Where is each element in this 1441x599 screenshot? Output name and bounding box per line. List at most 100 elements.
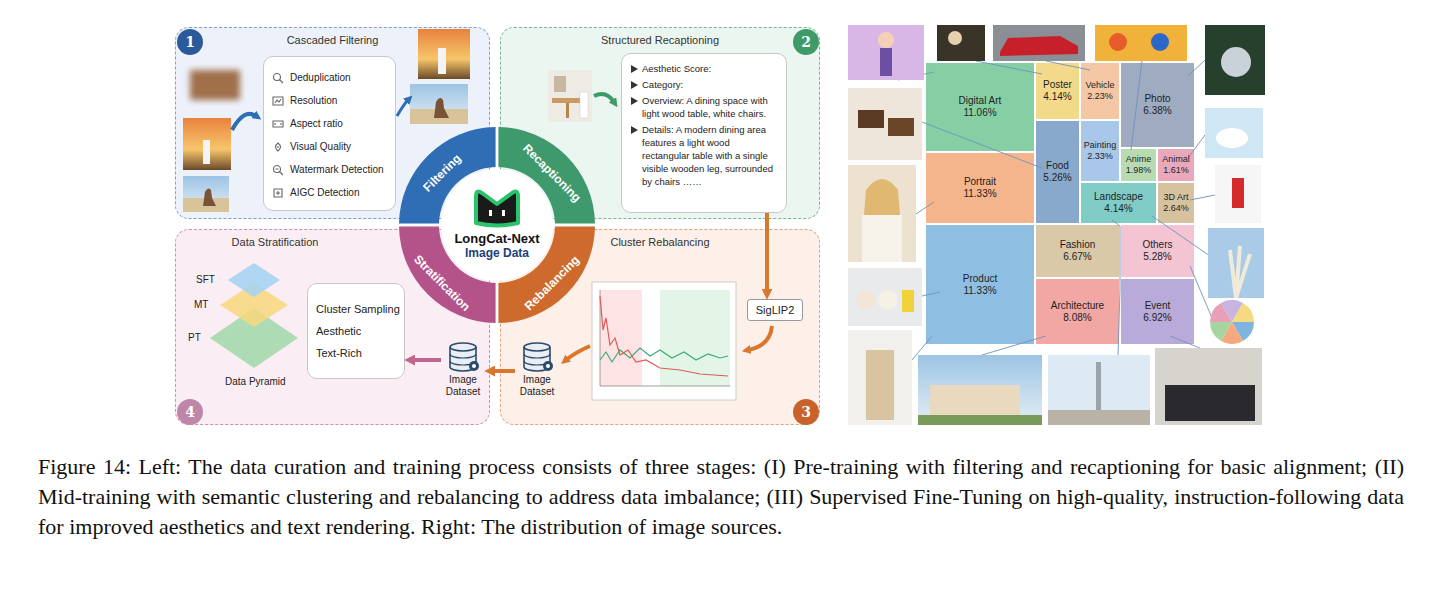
- caption-field: Details: A modern dining area features a…: [630, 123, 779, 188]
- caption-field: Overview: A dining space with light wood…: [630, 94, 779, 120]
- filter-input-images: [183, 198, 229, 212]
- cluster-chart: [592, 282, 736, 400]
- category-text: Landscape: [1094, 191, 1143, 203]
- leader-line: [1170, 336, 1200, 348]
- source-photo: [993, 25, 1085, 61]
- step-icon: [272, 118, 284, 130]
- filter-step: Deduplication: [272, 71, 389, 85]
- database-ring: [450, 354, 476, 365]
- source-photo: [864, 179, 900, 215]
- model-box: SigLIP2: [747, 299, 803, 321]
- category-text: Anime: [1126, 154, 1152, 165]
- step-icon: [272, 141, 284, 153]
- source-photo: [858, 110, 884, 128]
- source-photo: [862, 215, 902, 262]
- database-icon: Image Dataset: [515, 341, 559, 401]
- leader-line: [922, 292, 940, 296]
- source-photo: [848, 25, 924, 80]
- source-photo: [1048, 355, 1150, 425]
- filter-step: Resolution: [272, 94, 389, 108]
- label-anchor: MT: [194, 299, 208, 311]
- model-name: SigLIP2: [756, 304, 795, 317]
- ring-arc: [498, 127, 595, 224]
- sampling-box: Cluster SamplingAestheticText-Rich: [307, 283, 405, 379]
- category-text: Product: [963, 273, 997, 285]
- source-photo: [1096, 362, 1101, 412]
- panel-title: Cascaded Filtering: [176, 33, 489, 47]
- source-photo: [878, 290, 898, 310]
- dining-image: [548, 70, 592, 122]
- source-photo: [1216, 128, 1248, 148]
- label-anchor: SFT: [196, 274, 215, 286]
- gear-icon: [543, 361, 553, 371]
- source-photo: [1210, 322, 1232, 341]
- category-text: Digital Art: [959, 95, 1002, 107]
- treemap-cell: Others5.28%: [1120, 224, 1195, 278]
- sampling-rule: Text-Rich: [316, 346, 396, 360]
- filter-output-images: [434, 98, 449, 118]
- gear-icon: [469, 361, 479, 371]
- category-text: 1.98%: [1126, 165, 1152, 176]
- sampling-rule: Aesthetic: [316, 324, 396, 338]
- stage-name: Filtering: [420, 151, 463, 194]
- panel-title: Cluster Rebalancing: [501, 235, 819, 249]
- category-text: Food: [1046, 160, 1069, 172]
- category-text: Photo: [1144, 93, 1170, 105]
- category-text: 6.92%: [1143, 312, 1171, 324]
- treemap-cell: Landscape4.14%: [1080, 182, 1157, 224]
- leader-line: [898, 72, 934, 80]
- caption-field: Aesthetic Score:: [630, 62, 779, 75]
- filter-list-box: DeduplicationResolutionAspect ratioVisua…: [263, 56, 396, 211]
- label-anchor: Data Pyramid: [225, 376, 286, 388]
- label-anchor: PT: [188, 332, 201, 344]
- category-text: 4.14%: [1043, 91, 1071, 103]
- leader-line: [976, 61, 1042, 74]
- leader-line: [1188, 135, 1205, 158]
- flow-arrow: [748, 326, 772, 350]
- step-icon: [272, 187, 284, 199]
- center-hub: LongCat-NextImage Data: [441, 169, 553, 281]
- source-photo: [1232, 178, 1244, 208]
- category-text: 11.33%: [963, 285, 996, 297]
- step-icon-path: [273, 121, 283, 127]
- dataset-label: Image Dataset: [441, 374, 485, 398]
- logo: [476, 192, 518, 226]
- dining-image: [566, 103, 569, 118]
- gear-hole: [546, 364, 550, 368]
- source-photo: [848, 165, 916, 262]
- filter-output-images: [418, 29, 470, 79]
- stage-panel: 3SigLIP2Image DatasetCluster Rebalancing: [500, 229, 820, 425]
- treemap-cell: Fashion6.67%: [1035, 224, 1120, 278]
- source-photo: [930, 385, 1020, 415]
- hub-text: Image Data: [441, 246, 553, 261]
- category-text: Animal: [1162, 154, 1190, 165]
- data-pyramid: [228, 263, 280, 297]
- ring-segment: Recaptioning: [497, 127, 595, 225]
- treemap-cell: Digital Art11.06%: [925, 62, 1035, 152]
- pyramid-label: MT: [194, 299, 208, 311]
- step-icon: [272, 72, 284, 84]
- flow-arrow: [566, 346, 590, 360]
- category-text: 6.38%: [1143, 105, 1171, 117]
- sampling-rule: Cluster Sampling: [316, 302, 396, 316]
- cluster-chart: [600, 296, 728, 376]
- category-text: Others: [1142, 239, 1172, 251]
- category-text: 5.28%: [1143, 251, 1171, 263]
- panel-title: Structured Recaptioning: [501, 33, 819, 47]
- source-photo: [888, 118, 914, 136]
- source-photo: [1109, 33, 1127, 51]
- filter-input-images: [183, 118, 231, 170]
- dining-image: [580, 92, 588, 118]
- database-shape: [515, 341, 559, 373]
- source-photo: [1165, 385, 1255, 421]
- category-text: Fashion: [1060, 239, 1096, 251]
- leader-line: [916, 202, 934, 214]
- source-photo: [937, 25, 985, 61]
- filter-step: Watermark Detection: [272, 163, 389, 177]
- source-photo: [1205, 25, 1265, 95]
- source-photo: [880, 48, 892, 76]
- cluster-chart: [592, 282, 736, 400]
- caption-card: Aesthetic Score:Category:Overview: A din…: [621, 53, 787, 213]
